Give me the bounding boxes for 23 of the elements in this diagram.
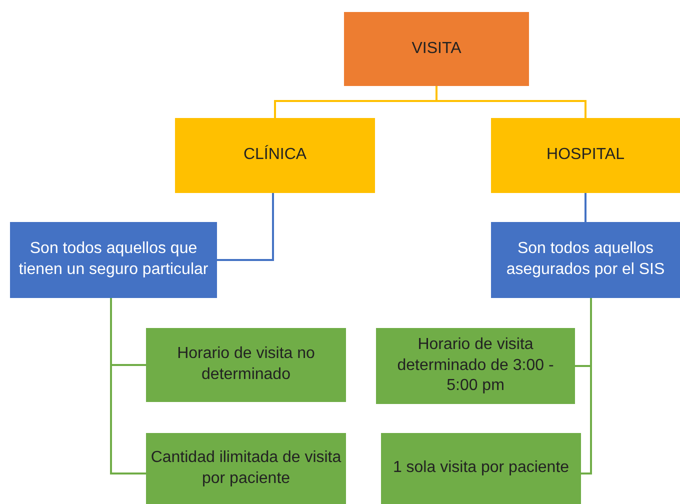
box-text: 1 sola visita por paciente [392,458,570,478]
box-text: Son todos aquellos que tienen un seguro particular [18,239,210,280]
category-box [175,118,375,193]
connector-line [584,193,586,222]
detail-box [146,328,346,402]
box-text: Horario de visita determinado de 3:00 - 5:00 pm [396,334,555,396]
detail-box [376,328,575,404]
box-text: CLÍNICA [243,145,307,166]
connector-line [436,86,586,118]
category-box [491,118,680,193]
connector-line [217,193,274,261]
connector-line [581,298,592,474]
box-text: Cantidad ilimitada de visita por paciente [150,448,342,488]
box-text: Horario de visita no determinado [176,344,316,385]
box-text: Son todos aquellos asegurados por el SIS [505,239,666,280]
description-box [491,222,680,298]
detail-box [381,433,581,504]
root-box [344,12,529,86]
box-text: HOSPITAL [546,145,624,166]
description-box [10,222,217,298]
detail-box [146,433,346,504]
connector-line [110,298,146,474]
box-text: VISITA [412,38,462,59]
